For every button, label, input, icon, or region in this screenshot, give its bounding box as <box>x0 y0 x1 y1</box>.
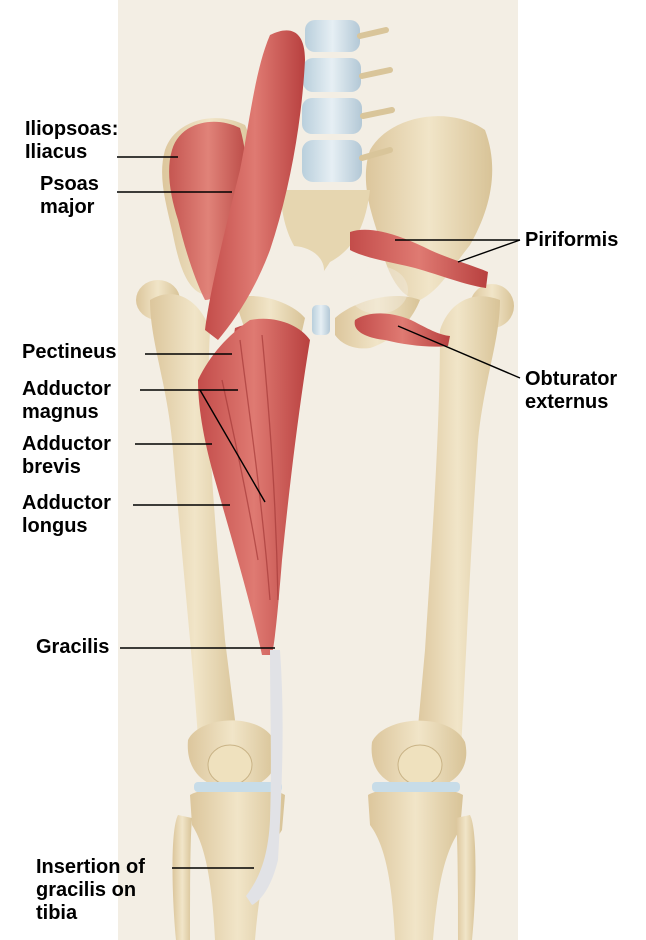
label-psoas-line1: Psoas <box>40 173 99 196</box>
label-iliacus-text: Iliacus <box>25 141 118 164</box>
label-piriformis: Piriformis <box>525 229 618 252</box>
label-adductor-longus: Adductor longus <box>22 492 111 538</box>
label-insertion-line3: tibia <box>36 902 145 925</box>
label-pectineus-text: Pectineus <box>22 341 116 364</box>
label-gracilis-text: Gracilis <box>36 636 109 659</box>
label-insertion-line2: gracilis on <box>36 879 145 902</box>
label-iliopsoas: Iliopsoas: Iliacus <box>25 118 118 164</box>
label-adductor-brevis: Adductor brevis <box>22 433 111 479</box>
label-add-longus-line2: longus <box>22 515 111 538</box>
label-insertion-gracilis: Insertion of gracilis on tibia <box>36 856 145 925</box>
label-add-magnus-line1: Adductor <box>22 378 111 401</box>
label-piriformis-text: Piriformis <box>525 229 618 252</box>
label-psoas-line2: major <box>40 196 99 219</box>
label-add-longus-line1: Adductor <box>22 492 111 515</box>
label-add-brevis-line2: brevis <box>22 456 111 479</box>
label-insertion-line1: Insertion of <box>36 856 145 879</box>
label-pectineus: Pectineus <box>22 341 116 364</box>
label-add-brevis-line1: Adductor <box>22 433 111 456</box>
label-obturator-line1: Obturator <box>525 368 617 391</box>
label-psoas-major: Psoas major <box>40 173 99 219</box>
label-add-magnus-line2: magnus <box>22 401 111 424</box>
label-obturator-line2: externus <box>525 391 617 414</box>
label-gracilis: Gracilis <box>36 636 109 659</box>
label-iliopsoas-text: Iliopsoas: <box>25 118 118 141</box>
label-adductor-magnus: Adductor magnus <box>22 378 111 424</box>
label-obturator-externus: Obturator externus <box>525 368 617 414</box>
